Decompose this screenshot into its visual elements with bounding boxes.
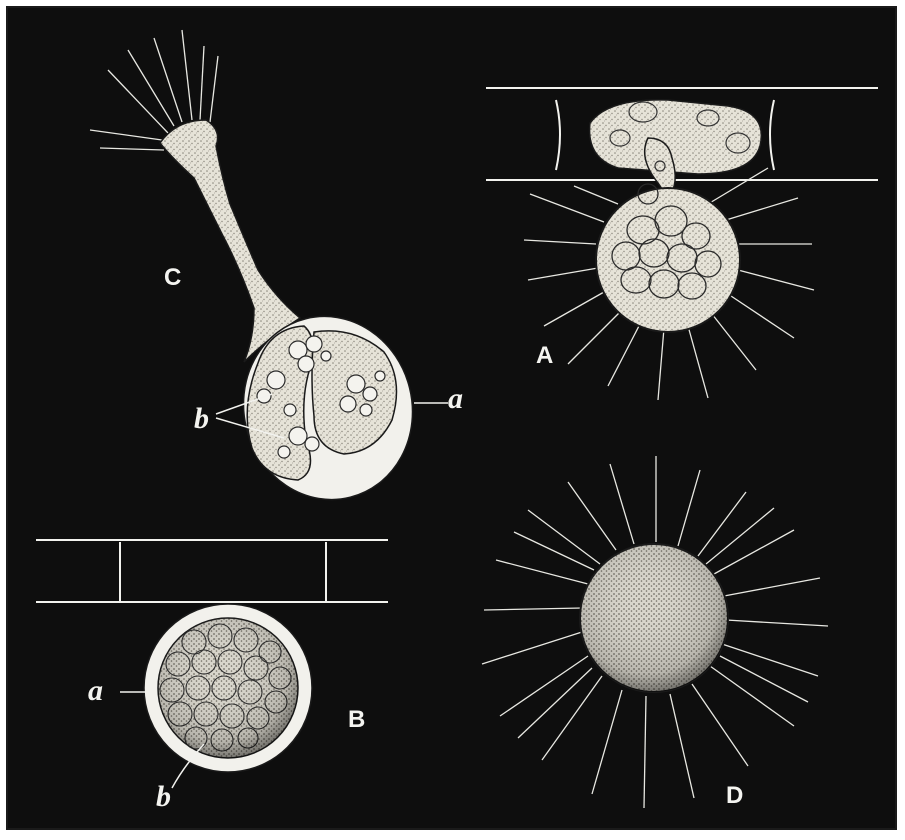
micrograph-plate: C A B D a b a b bbox=[6, 6, 897, 830]
figure-d bbox=[482, 456, 828, 808]
figure-c-label: C bbox=[164, 266, 181, 290]
figure-d-label: D bbox=[726, 784, 743, 808]
figure-b-label: B bbox=[348, 708, 365, 732]
figure-b-part-b-label: b bbox=[156, 782, 171, 812]
filament-a-contents bbox=[590, 100, 762, 174]
filament-a-right-wall bbox=[770, 100, 774, 170]
figure-b-part-a-label: a bbox=[88, 676, 103, 706]
figure-c bbox=[90, 30, 448, 518]
figure-c-part-b-label: b bbox=[194, 404, 209, 434]
figure-c-part-a-label: a bbox=[448, 384, 463, 414]
figure-a-label: A bbox=[536, 344, 553, 368]
figure-drawing bbox=[8, 8, 897, 830]
figure-b bbox=[36, 540, 388, 788]
figure-a-cell-body bbox=[596, 188, 740, 332]
filament-a-left-wall bbox=[556, 100, 560, 170]
figure-c-neck bbox=[160, 120, 300, 362]
